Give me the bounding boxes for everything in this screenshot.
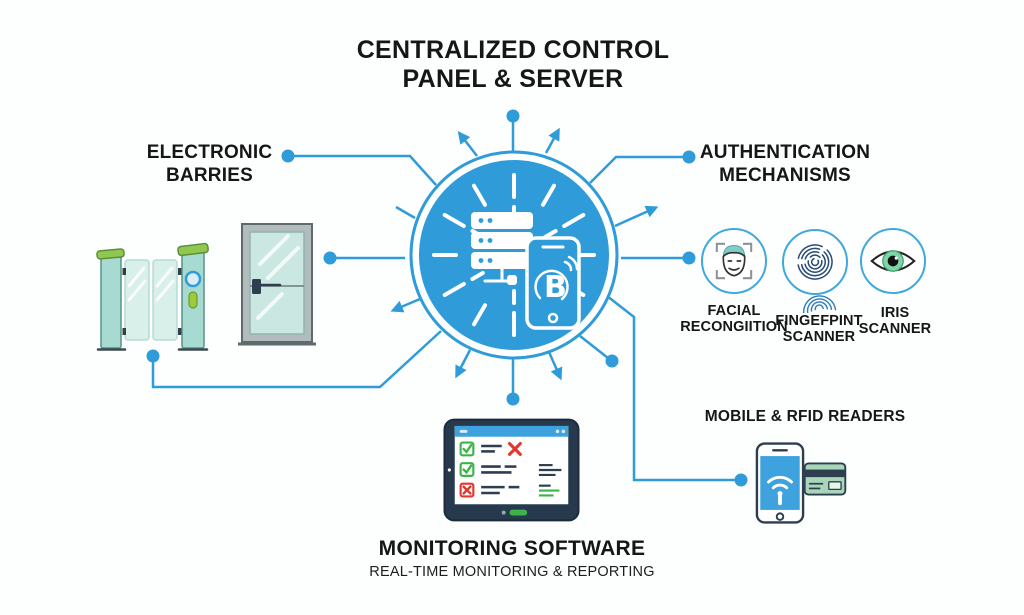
monitoring-tablet-icon: [443, 418, 580, 522]
pillar-right-cap: [177, 242, 209, 257]
dot-door: [323, 251, 337, 265]
tablet-row-3: [459, 482, 560, 498]
nfc-phone-icon: [755, 442, 805, 524]
server-icon: [471, 212, 533, 285]
svg-text:B: B: [544, 270, 567, 305]
connector-lower-right-stub: [579, 335, 609, 359]
pillar-left-cap: [96, 248, 125, 260]
title-line-2: PANEL & SERVER: [402, 64, 624, 93]
dot-top: [506, 109, 520, 123]
pillar-left: [100, 255, 122, 349]
dot-bottom: [506, 392, 520, 406]
tablet-row-1: [459, 441, 522, 457]
title-line-1: CENTRALIZED CONTROL: [356, 36, 670, 64]
dot-mobile: [734, 473, 748, 487]
arrow-left-down: [390, 297, 421, 313]
scanner-button-icon: [188, 291, 198, 309]
auth-line-1: AUTHENTICATION: [699, 142, 871, 163]
facial-recognition-badge: [701, 228, 767, 294]
dot-turnstile: [146, 349, 160, 363]
barriers-line-2: BARRIES: [166, 165, 253, 187]
scanner-lens-icon: [184, 270, 202, 288]
monitoring-section-label: MONITORING SOFTWARE REAL-TIME MONITORING…: [352, 537, 672, 580]
facial-label-line-2: RECONGIITION: [680, 319, 788, 336]
connector-dots: [146, 109, 748, 487]
authentication-label: AUTHENTICATION MECHANISMS: [690, 141, 880, 187]
fingerprint-doodle-icon: [803, 295, 837, 313]
door-handle-icon: [252, 279, 282, 294]
arrow-down-left: [455, 349, 472, 379]
turnstile-gate-illustration: [96, 242, 209, 351]
central-hub: B: [409, 150, 619, 360]
glass-panel-left: [124, 259, 150, 341]
fingerprint-badge: [782, 229, 848, 295]
fingerprint-icon: [797, 244, 833, 280]
page-title: CENTRALIZED CONTROL PANEL & SERVER: [330, 36, 696, 93]
facial-label-line-1: FACIAL: [707, 303, 761, 319]
fingerprint-label-line-2: SCANNER: [782, 329, 856, 346]
arrow-right-up: [614, 205, 659, 228]
iris-scanner-label: IRIS SCANNER: [845, 305, 945, 337]
glass-door-illustration: [238, 223, 316, 346]
monitoring-subtitle: REAL-TIME MONITORING & REPORTING: [369, 564, 655, 580]
fingerprint-label-line-1: FINGEFPINT: [775, 313, 863, 329]
iris-label-line-1: IRIS: [880, 305, 910, 321]
rfid-card-icon: [803, 462, 847, 496]
connector-upper-left-stub: [395, 205, 416, 220]
facial-recognition-label: FACIAL RECONGIITION: [678, 303, 790, 335]
auth-line-2: MECHANISMS: [719, 165, 851, 187]
connector-barriers-label: [288, 154, 437, 186]
connector-mobile: [606, 295, 738, 482]
facial-recognition-icon: [715, 242, 753, 280]
dot-auth: [682, 150, 696, 164]
iris-scanner-icon: [870, 250, 916, 272]
dot-facial: [682, 251, 696, 265]
arrow-up-right: [544, 127, 560, 154]
monitoring-title: MONITORING SOFTWARE: [378, 537, 646, 560]
barriers-line-1: ELECTRONIC: [146, 142, 273, 163]
connector-auth-label: [589, 155, 688, 184]
connector-turnstile: [151, 330, 442, 389]
contactless-icon: [767, 475, 793, 506]
glass-panel-right: [152, 259, 178, 341]
electronic-barriers-label: ELECTRONIC BARRIES: [112, 141, 307, 187]
connector-group: [151, 121, 738, 482]
dot-barriers: [281, 149, 295, 163]
iris-scanner-badge: [860, 228, 926, 294]
mobile-rfid-label: MOBILE & RFID READERS: [704, 408, 906, 425]
dot-lower-right: [605, 354, 619, 368]
smartphone-icon: B: [525, 236, 581, 330]
arrow-up-left: [457, 131, 478, 157]
iris-label-line-2: SCANNER: [858, 321, 932, 338]
fingerprint-label: FINGEFPINT SCANNER: [763, 313, 875, 345]
tablet-row-2: [459, 462, 562, 477]
arrow-down-right: [547, 351, 563, 381]
